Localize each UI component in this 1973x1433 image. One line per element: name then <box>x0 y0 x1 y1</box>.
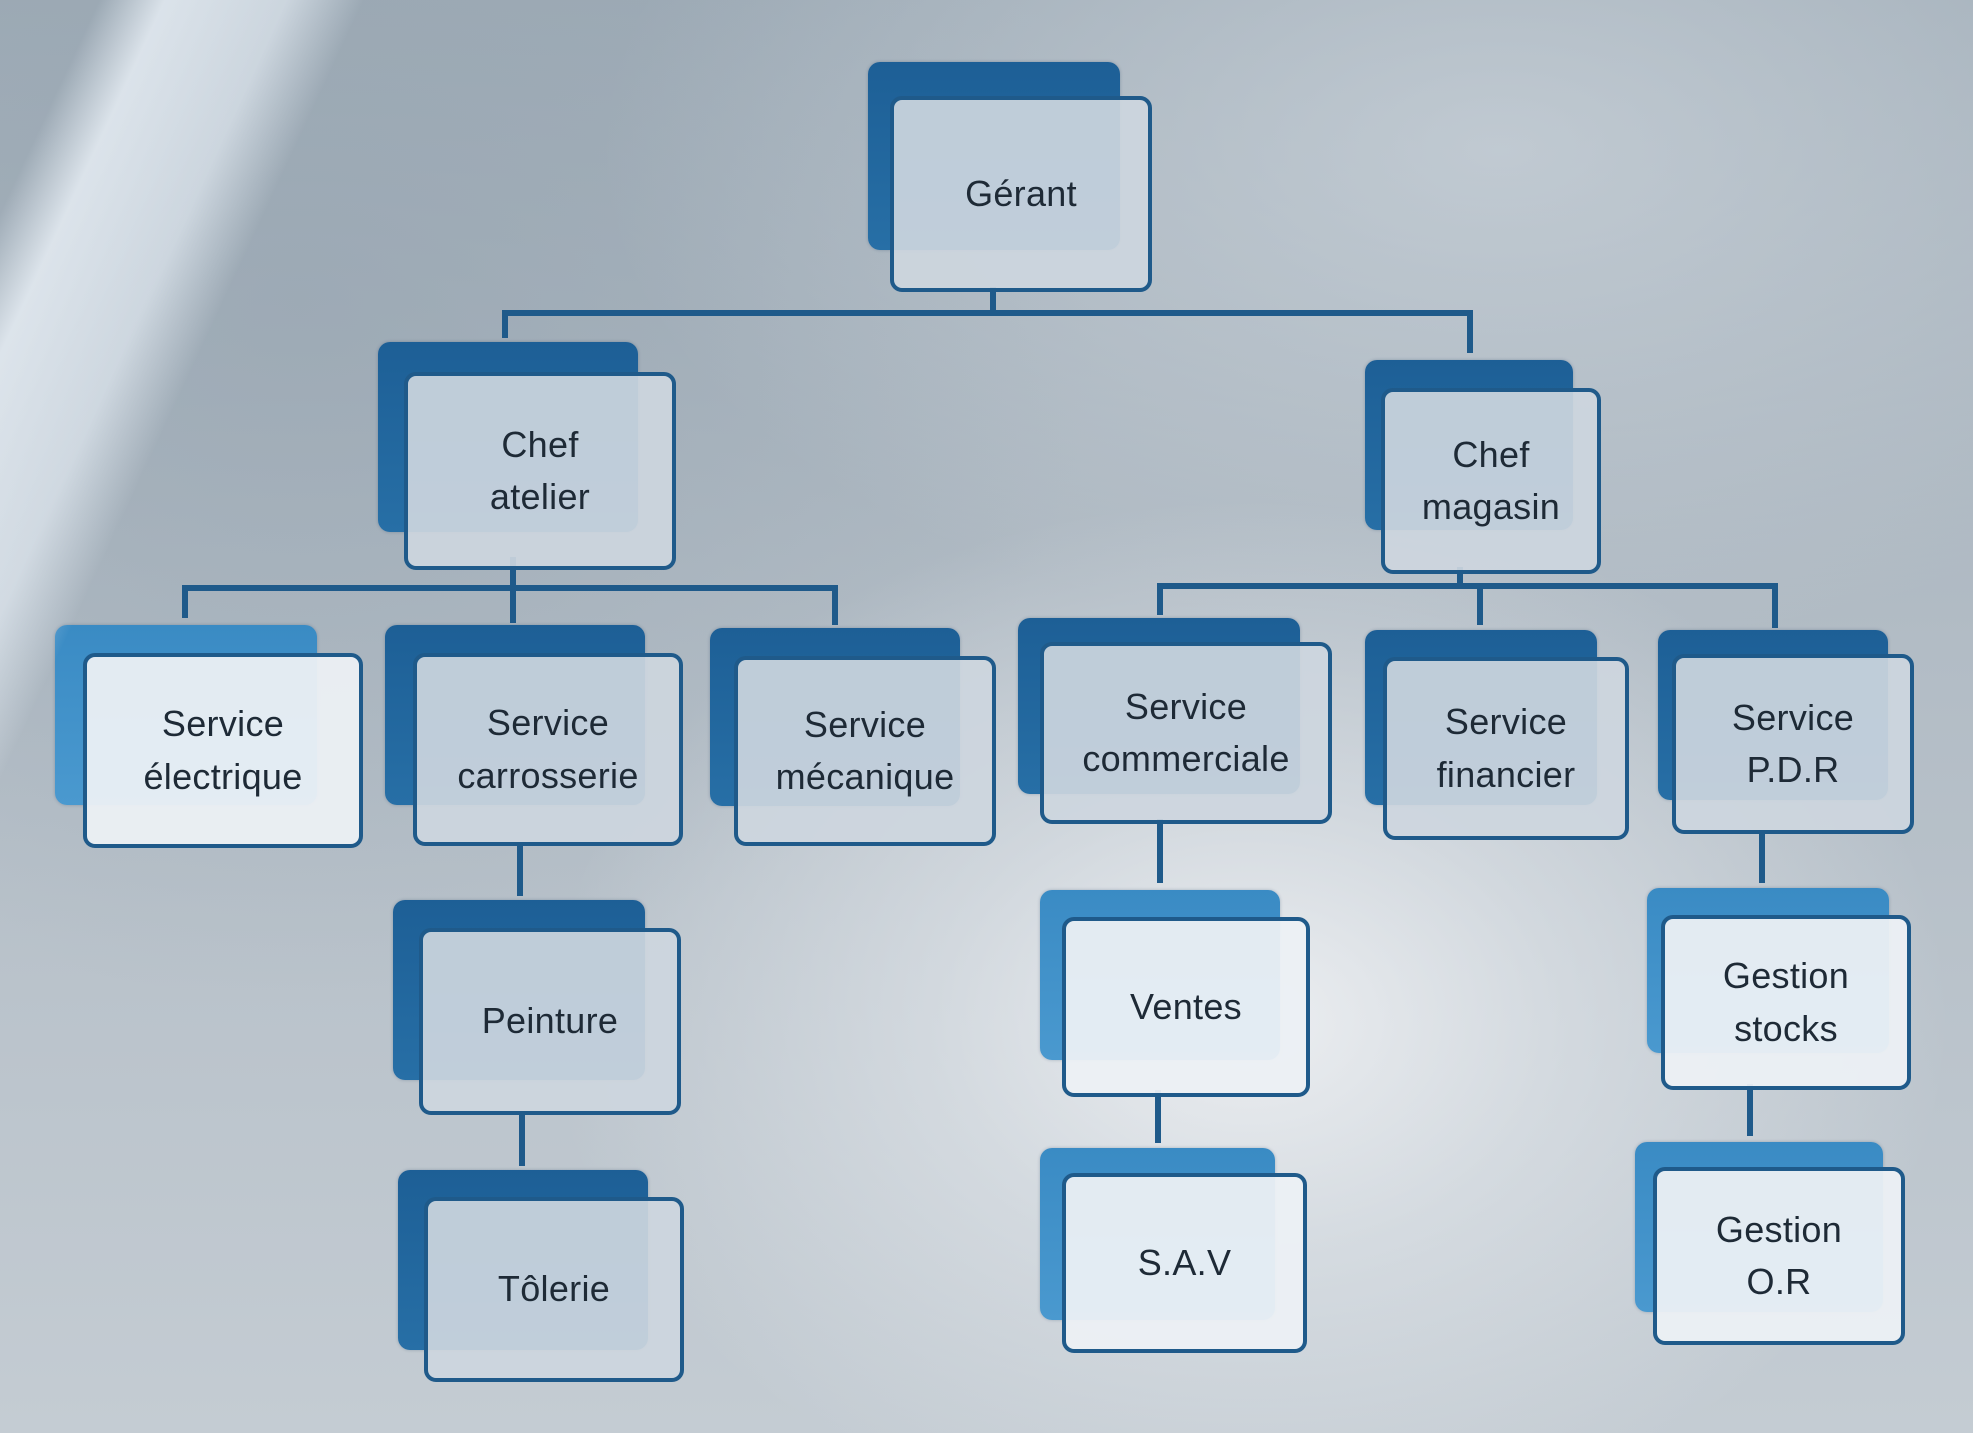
node-label: Service financier <box>1436 701 1576 795</box>
node-label: Service commerciale <box>1082 685 1290 779</box>
node-label: Service carrosserie <box>457 702 639 796</box>
node-label: Service P.D.R <box>1731 696 1855 790</box>
connector-gerant-chefs <box>502 287 1473 353</box>
connector-magasin-services <box>1157 567 1778 628</box>
node-label: Gestion stocks <box>1722 955 1850 1049</box>
node-label: S.A.V <box>1137 1241 1232 1283</box>
node-label: Tôlerie <box>497 1268 611 1310</box>
node-label: Chef magasin <box>1421 433 1561 527</box>
node-label: Chef atelier <box>489 423 591 517</box>
node-label: Service électrique <box>143 703 303 797</box>
node-label: Ventes <box>1130 985 1242 1027</box>
node-label: Gérant <box>965 172 1077 214</box>
node-label: Gestion O.R <box>1715 1208 1843 1302</box>
node-label: Peinture <box>481 1000 619 1042</box>
node-label: Service mécanique <box>775 703 955 797</box>
